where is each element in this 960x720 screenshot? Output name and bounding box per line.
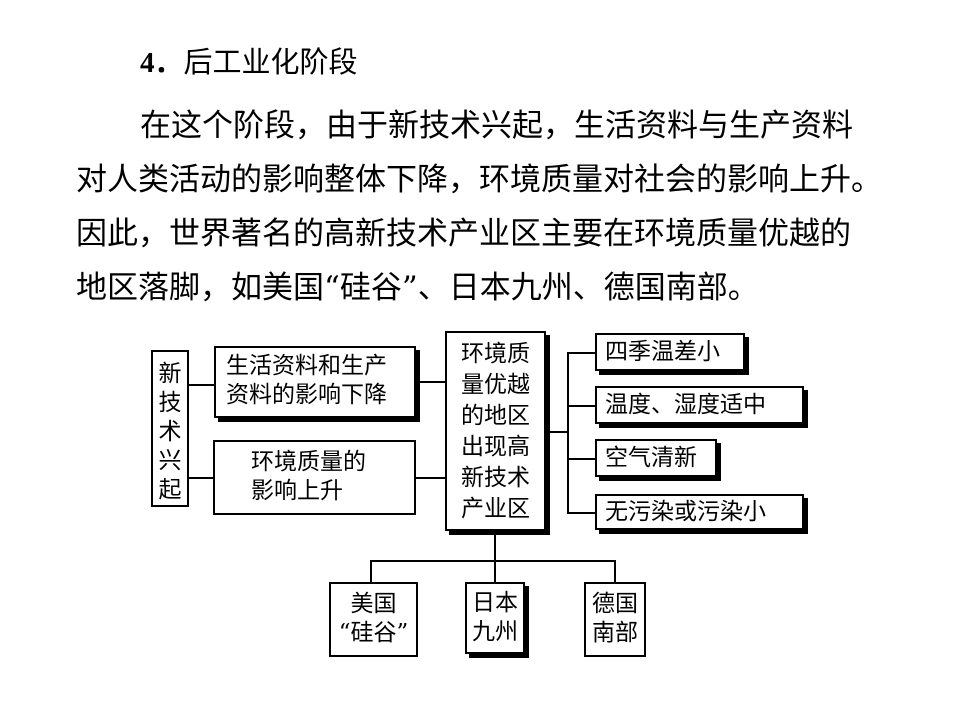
condition-label: 无污染或污染小 xyxy=(605,499,766,525)
connector-line xyxy=(567,512,595,514)
connector-line xyxy=(494,560,496,582)
connector-line xyxy=(494,531,496,561)
paragraph-line: 在这个阶段，由于新技术兴起，生活资料与生产资料 xyxy=(140,108,853,144)
center-line: 出现高 xyxy=(461,434,530,460)
effect-line: 环境质量的 xyxy=(251,449,366,475)
center-line: 新技术 xyxy=(461,465,530,491)
example-box-japan: 日本 九州 xyxy=(465,582,525,654)
connector-line xyxy=(567,352,569,513)
connector-line xyxy=(567,405,595,407)
paragraph-line: 因此，世界著名的高新技术产业区主要在环境质量优越的 xyxy=(76,216,851,252)
connector-line xyxy=(370,560,616,562)
connector-line xyxy=(546,431,568,433)
condition-box: 空气清新 xyxy=(595,439,717,477)
center-line: 环境质 xyxy=(461,341,530,367)
effect-line: 生活资料和生产 xyxy=(226,353,387,379)
effect-line: 资料的影响下降 xyxy=(226,382,387,408)
connector-line xyxy=(614,560,616,582)
source-char: 起 xyxy=(158,477,182,503)
source-char: 技 xyxy=(158,390,182,416)
center-box: 环境质 量优越 的地区 出现高 新技术 产业区 xyxy=(445,331,546,531)
connector-line xyxy=(189,477,214,479)
example-line: 九州 xyxy=(472,619,518,645)
center-line: 的地区 xyxy=(461,403,530,429)
condition-box: 四季温差小 xyxy=(595,333,745,371)
section-number: 4． xyxy=(140,47,184,79)
example-line: 南部 xyxy=(592,620,638,646)
center-line: 产业区 xyxy=(461,496,530,522)
effect-box-decline: 生活资料和生产 资料的影响下降 xyxy=(214,346,416,418)
condition-label: 空气清新 xyxy=(605,445,697,471)
condition-label: 温度、湿度适中 xyxy=(605,392,766,418)
effect-box-rise: 环境质量的 影响上升 xyxy=(213,440,416,515)
source-char: 新 xyxy=(158,361,182,387)
example-box-us: 美国 “硅谷” xyxy=(329,582,418,657)
source-char: 术 xyxy=(158,419,182,445)
condition-box: 无污染或污染小 xyxy=(595,494,804,530)
connector-line xyxy=(416,477,445,479)
source-box: 新 技 术 兴 起 xyxy=(151,350,189,507)
example-line: “硅谷” xyxy=(338,620,409,646)
connector-line xyxy=(370,560,372,582)
connector-line xyxy=(567,352,595,354)
example-line: 美国 xyxy=(350,591,397,617)
connector-line xyxy=(189,384,215,386)
condition-label: 四季温差小 xyxy=(605,339,720,365)
center-line: 量优越 xyxy=(461,372,530,398)
example-line: 德国 xyxy=(592,591,638,617)
example-line: 日本 xyxy=(472,590,518,616)
example-box-germany: 德国 南部 xyxy=(584,582,646,657)
section-heading: 4．后工业化阶段 xyxy=(140,42,358,83)
section-title: 后工业化阶段 xyxy=(183,45,358,79)
effect-line: 影响上升 xyxy=(251,478,343,504)
connector-line xyxy=(567,458,595,460)
paragraph-line: 对人类活动的影响整体下降，环境质量对社会的影响上升。 xyxy=(76,162,882,198)
paragraph-line: 地区落脚，如美国“硅谷”、日本九州、德国南部。 xyxy=(76,270,759,306)
source-char: 兴 xyxy=(158,448,182,474)
condition-box: 温度、湿度适中 xyxy=(595,386,804,424)
connector-line xyxy=(418,381,445,383)
